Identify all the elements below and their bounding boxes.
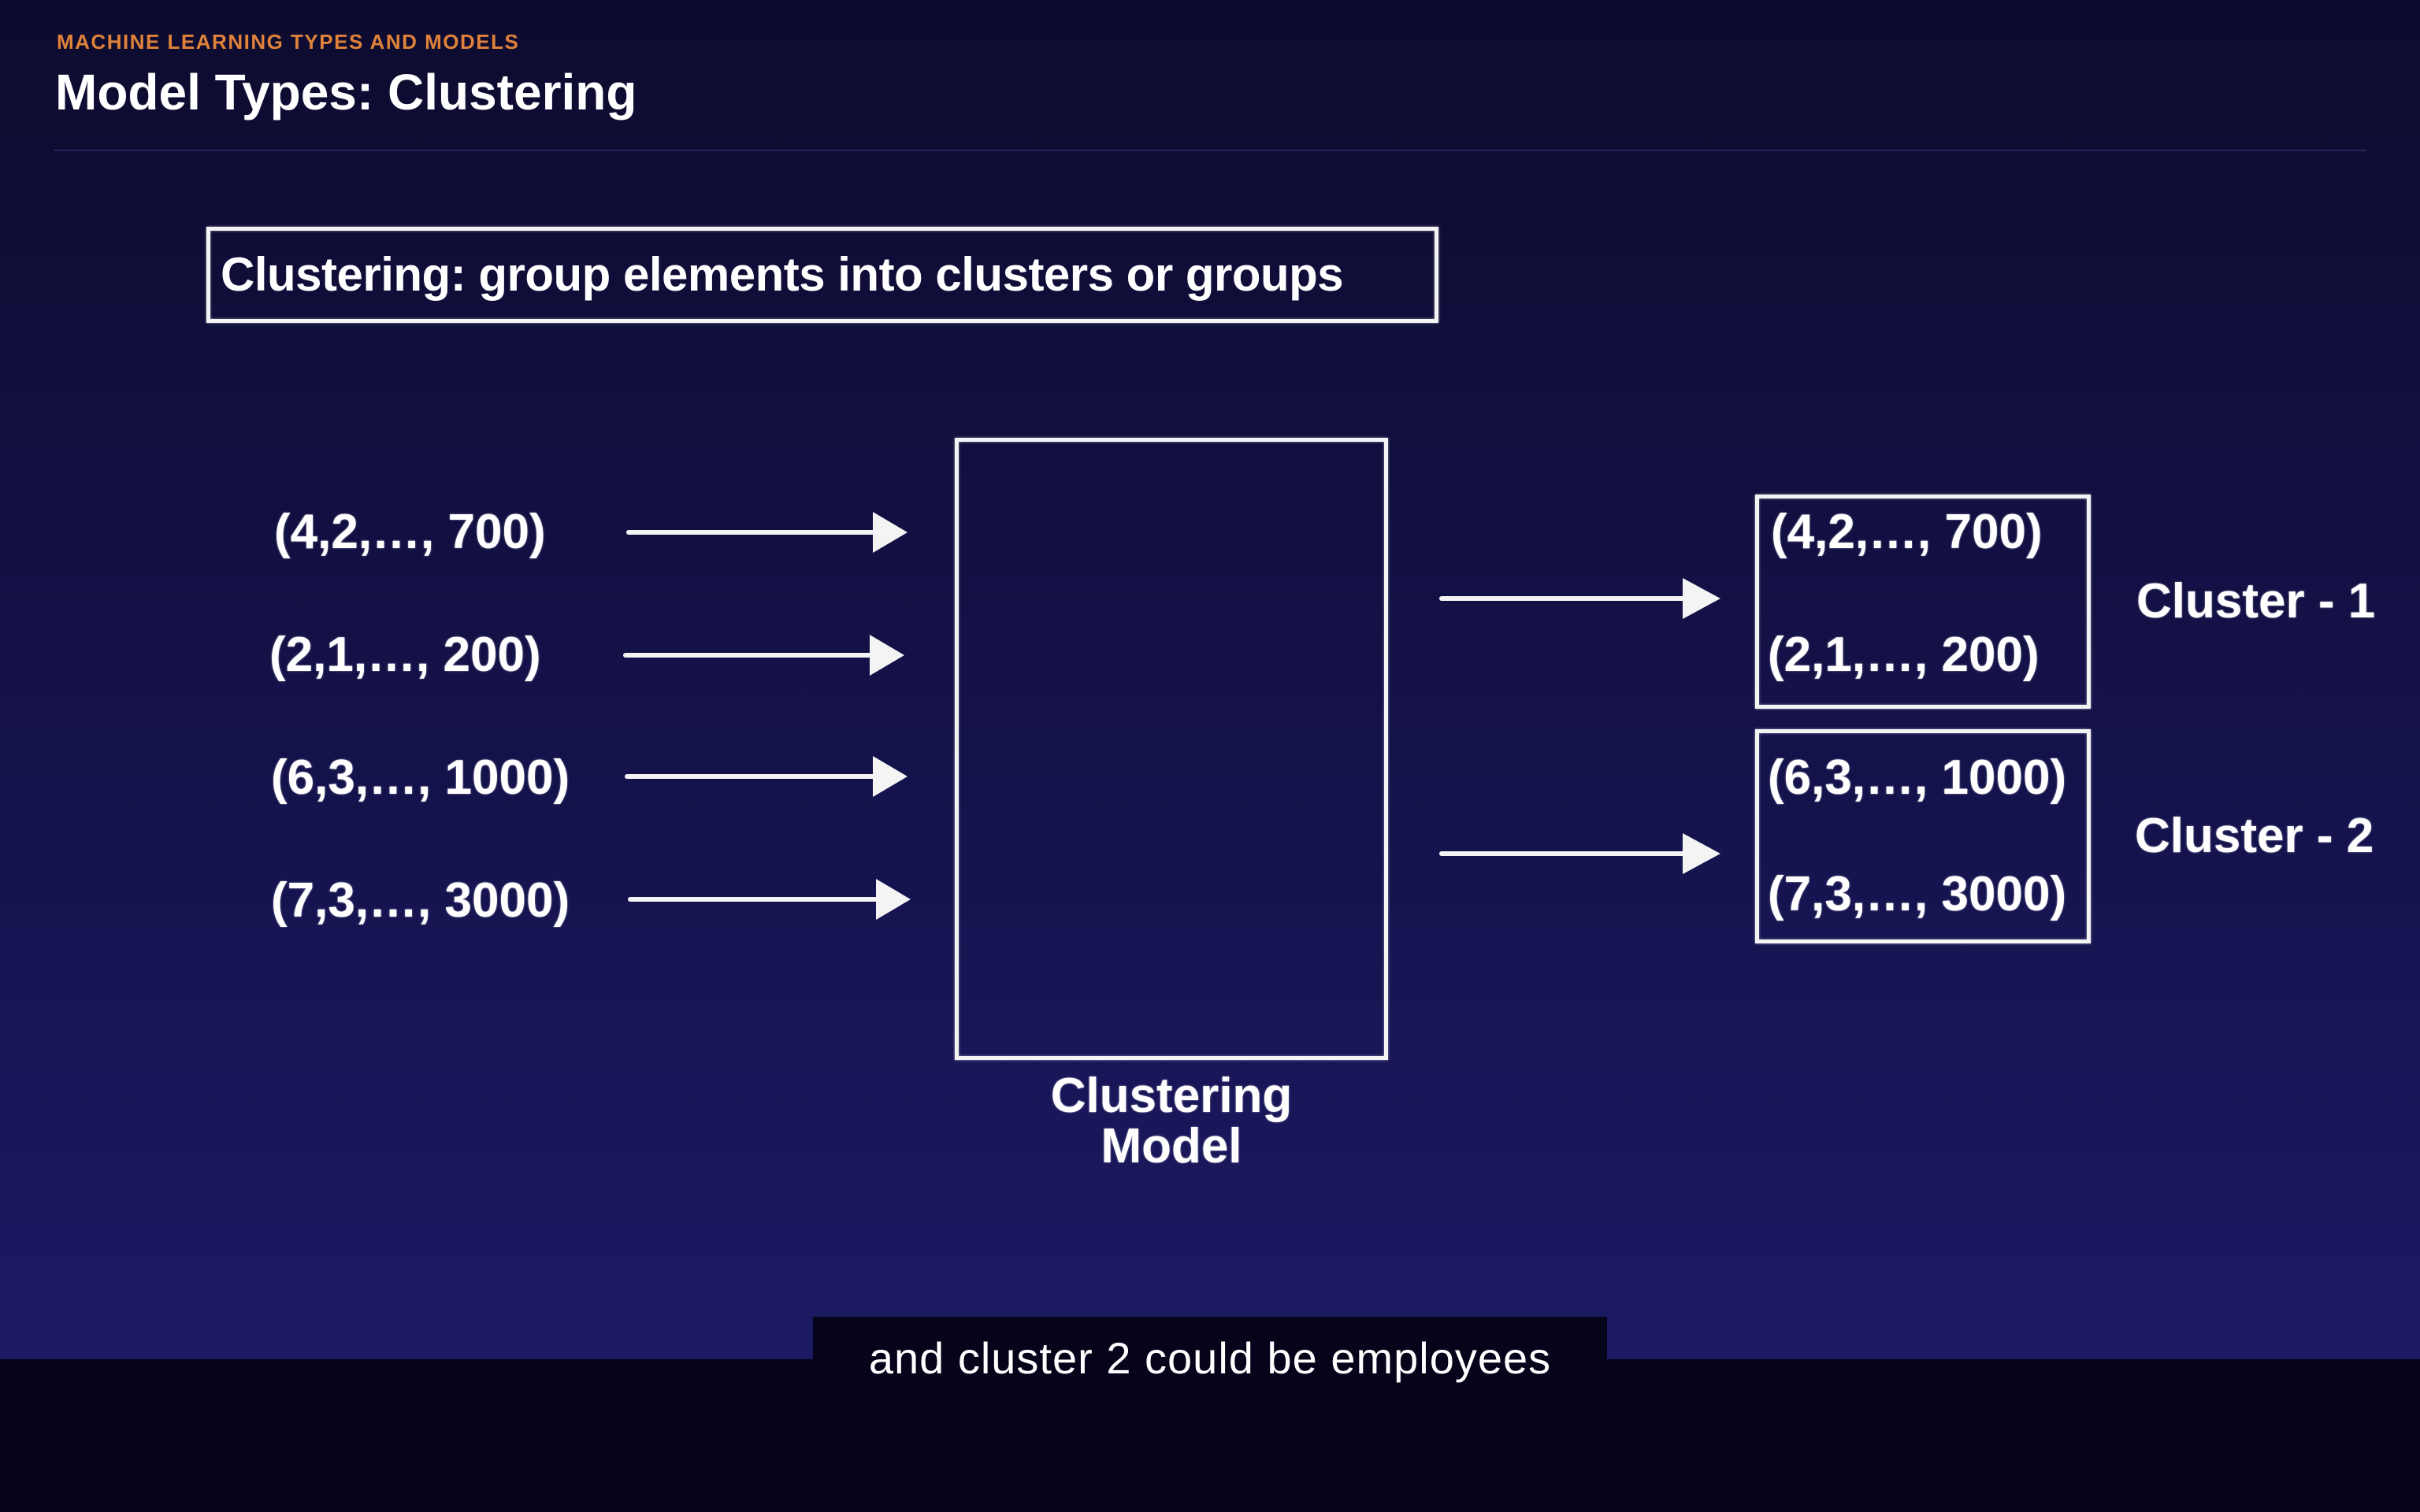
slide-title: Model Types: Clustering [55,64,637,120]
input-item-2: (2,1,…, 200) [269,628,541,682]
input-arrowhead-4 [876,879,911,920]
video-caption: and cluster 2 could be employees [868,1333,1552,1383]
model-label-line-2: Model [1101,1119,1242,1173]
input-item-4: (7,3,…, 3000) [271,873,570,928]
clustering-model-label: Clustering Model [955,1071,1388,1172]
clustering-model-box [955,438,1388,1060]
cluster-1-item-2: (2,1,…, 200) [1768,628,2040,682]
input-arrowhead-2 [870,635,904,676]
cluster-2-item-2: (7,3,…, 3000) [1768,867,2067,921]
definition-text: Clustering: group elements into clusters… [221,248,1344,301]
output-arrowhead-1 [1683,578,1720,619]
cluster-2-item-1: (6,3,…, 1000) [1768,750,2067,805]
cluster-2-label: Cluster - 2 [2135,809,2374,863]
cluster-1-item-1: (4,2,…, 700) [1771,505,2043,559]
input-item-1: (4,2,…, 700) [274,505,546,559]
definition-box [206,227,1438,323]
input-arrowhead-1 [873,512,908,553]
slide-background [0,0,2420,1359]
input-item-3: (6,3,…, 1000) [271,750,570,805]
cluster-1-label: Cluster - 1 [2136,574,2376,628]
title-divider [54,150,2366,151]
cluster-1-box [1755,495,2091,709]
caption-background [813,1317,1607,1400]
model-label-line-1: Clustering [1050,1069,1293,1123]
output-arrowhead-2 [1683,833,1720,874]
input-arrowhead-3 [873,756,908,797]
arrows-layer [623,512,1720,920]
cluster-2-box [1755,729,2091,943]
section-kicker: MACHINE LEARNING TYPES AND MODELS [57,30,520,54]
